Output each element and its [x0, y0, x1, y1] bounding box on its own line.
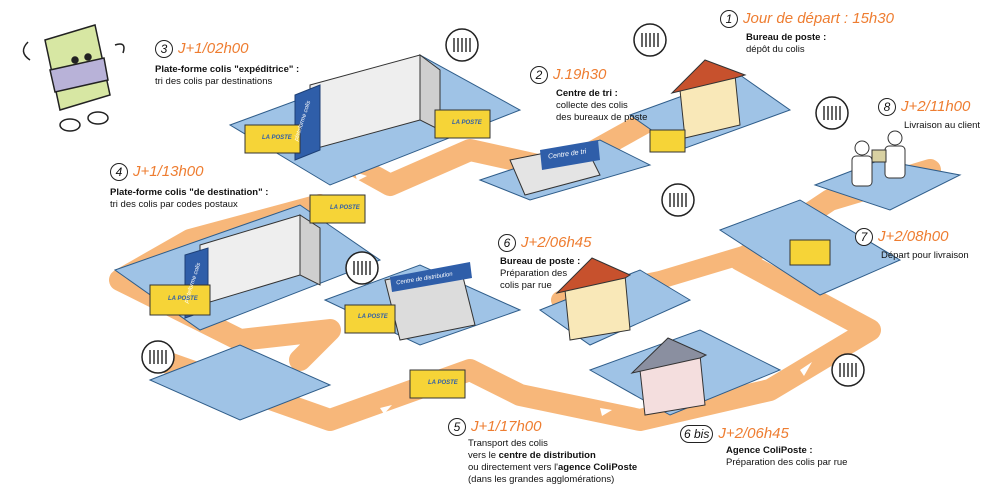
truck-label-1: LA POSTE — [262, 135, 292, 141]
step-desc-line-1: Transport des colis — [468, 438, 548, 449]
step-time: J+1/17h00 — [471, 418, 542, 435]
step-desc: tri des colis par destinations — [155, 76, 273, 87]
step-time: J+2/06h45 — [718, 425, 789, 442]
post-office-house-6 — [555, 257, 632, 341]
step-6: 6 J+2/06h45 Bureau de poste : Préparatio… — [498, 234, 591, 292]
post-office-house-start — [670, 59, 747, 139]
step-desc: dépôt du colis — [746, 44, 805, 55]
step-number: 2 — [530, 66, 548, 84]
step-title: Plate-forme colis "de destination" : — [110, 187, 269, 198]
step-desc-2: colis par rue — [500, 280, 552, 291]
step-2: 2 J.19h30 Centre de tri : collecte des c… — [530, 66, 647, 124]
step-desc: Préparation des colis par rue — [726, 457, 848, 468]
coliposte-agency-house — [630, 337, 708, 416]
step-title: Bureau de poste : — [746, 32, 827, 43]
step-number: 5 — [448, 418, 466, 436]
step-number: 6 bis — [680, 425, 714, 443]
step-7: 7 J+2/08h00 Départ pour livraison — [855, 228, 969, 262]
step-desc: Départ pour livraison — [881, 250, 969, 261]
step-title: Centre de tri : — [556, 88, 618, 99]
step-time: J+2/11h00 — [901, 98, 971, 115]
barcode-stripes — [149, 33, 857, 377]
truck-label-3: LA POSTE — [330, 205, 360, 211]
step-desc-line-4: (dans les grandes agglomérations) — [468, 474, 615, 485]
step-number: 1 — [720, 10, 738, 28]
step-number: 7 — [855, 228, 873, 246]
step-title: Plate-forme colis "expéditrice" : — [155, 64, 300, 75]
step-8: 8 J+2/11h00 Livraison au client — [878, 98, 980, 132]
delivery-trucks — [149, 109, 831, 399]
platform-building-expeditrice — [294, 54, 441, 161]
step-desc: Livraison au client — [904, 120, 981, 131]
step-time: J+1/13h00 — [133, 163, 204, 180]
centre-de-tri-building — [509, 140, 601, 196]
step-desc-line-2a: vers le — [468, 450, 499, 461]
truck-label-6: LA POSTE — [428, 380, 458, 386]
step-desc: collecte des colis — [556, 100, 628, 111]
centre-de-distribution-building — [384, 262, 476, 341]
step-desc: Préparation des — [500, 268, 568, 279]
truck-label-5: LA POSTE — [358, 314, 388, 320]
parcel-mascot — [22, 24, 125, 132]
step-1: 1 Jour de départ : 15h30 Bureau de poste… — [720, 10, 894, 56]
step-6bis: 6 bis J+2/06h45 Agence ColiPoste : Prépa… — [680, 425, 847, 469]
step-time: Jour de départ : 15h30 — [743, 10, 894, 27]
step-title: Bureau de poste : — [500, 256, 581, 267]
step-desc-line-3b: agence ColiPoste — [558, 462, 638, 473]
step-desc-line-2b: centre de distribution — [498, 450, 596, 461]
step-time: J+2/08h00 — [878, 228, 949, 245]
step-4: 4 J+1/13h00 Plate-forme colis "de destin… — [110, 163, 268, 211]
truck-label-2: LA POSTE — [452, 120, 482, 126]
step-time: J.19h30 — [553, 66, 607, 83]
step-time: J+2/06h45 — [521, 234, 592, 251]
step-5: 5 J+1/17h00 Transport des colis vers le … — [448, 418, 637, 486]
step-3: 3 J+1/02h00 Plate-forme colis "expéditri… — [155, 40, 299, 88]
step-desc-line-3a: ou directement vers l' — [468, 462, 558, 473]
step-number: 4 — [110, 163, 128, 181]
step-number: 6 — [498, 234, 516, 252]
truck-label-4: LA POSTE — [168, 296, 198, 302]
delivery-handover-people — [851, 130, 906, 187]
step-title: Agence ColiPoste : — [726, 445, 813, 456]
step-time: J+1/02h00 — [178, 40, 249, 57]
step-desc-2: des bureaux de poste — [556, 112, 648, 123]
step-number: 8 — [878, 98, 896, 116]
step-desc: tri des colis par codes postaux — [110, 199, 238, 210]
step-number: 3 — [155, 40, 173, 58]
